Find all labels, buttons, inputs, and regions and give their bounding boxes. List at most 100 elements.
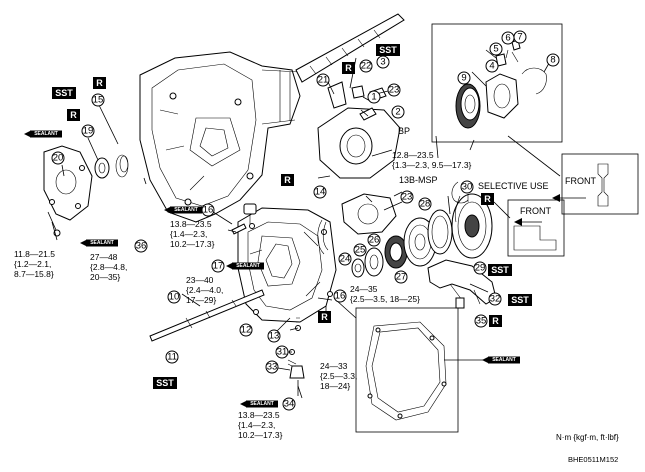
svg-text:1: 1 [371,92,376,103]
callout-29: 29 [473,261,487,275]
synchronizer-inset [431,23,563,177]
callout-32: 32 [488,292,502,306]
callout-17: 17 [211,259,225,273]
svg-text:24: 24 [340,254,351,265]
bp-label: BP [398,126,410,136]
svg-text:SEALANT: SEALANT [90,240,114,246]
callout-21: 21 [316,73,330,87]
retainer-msp [341,193,403,235]
callout-5: 5 [489,42,503,56]
torque-spec: 13.8—23.5{1.4—2.3,10.2—17.3} [170,219,215,249]
svg-text:17: 17 [213,261,224,272]
shift-rod [149,289,265,342]
svg-text:12: 12 [241,325,252,336]
svg-text:28: 28 [420,199,431,210]
callouts: 1 2 3 4 5 6 7 8 9 10 11 12 13 14 15 16 1… [51,30,560,411]
svg-text:15: 15 [93,95,104,106]
sealant-tube-icon: SEALANT [482,356,520,364]
bearing-retainer-group [317,81,401,179]
callout-1: 1 [367,90,381,104]
svg-text:R: R [492,316,499,326]
svg-text:SST: SST [511,295,529,305]
svg-text:23: 23 [402,192,413,203]
callout-14: 14 [313,185,327,199]
sealant-tube-icon: SEALANT [164,206,202,214]
svg-text:23: 23 [389,85,400,96]
svg-text:22: 22 [361,61,372,72]
front-label-small: FRONT [520,206,551,216]
torque-spec: 27—48{2.8—4.8,20—35} [90,252,127,282]
svg-text:SEALANT: SEALANT [236,263,260,269]
snap-ring-14 [317,219,329,255]
torque-spec: 13.8—23.5{1.4—2.3,10.2—17.3} [238,410,283,440]
callout-35: 35 [474,314,488,328]
svg-text:SST: SST [156,378,174,388]
svg-text:SST: SST [379,45,397,55]
svg-text:R: R [284,175,291,185]
torque-spec: 23—40{2.4—4.0,17—29} [186,275,223,305]
r-tag: R [67,109,80,121]
callout-31: 31 [275,345,289,359]
svg-text:16: 16 [335,291,346,302]
shift-fork-32 [427,259,497,309]
sealant-markers: SEALANT SEALANT SEALANT SEALANT SEALANT … [24,130,520,408]
callout-8: 8 [546,53,560,67]
gasket-inset [335,299,486,433]
svg-text:33: 33 [267,362,278,373]
svg-text:16: 16 [203,205,214,216]
selective-use-label: SELECTIVE USE [478,181,549,191]
sst-tag: SST [508,294,532,306]
callout-9: 9 [457,71,471,85]
callout-13: 13 [267,329,281,343]
svg-text:34: 34 [284,399,295,410]
sst-tag: SST [488,264,512,276]
r-tag: R [489,315,502,327]
svg-text:R: R [321,312,328,322]
r-tag: R [318,311,331,323]
sealant-tube-icon: SEALANT [80,239,118,247]
svg-text:5: 5 [493,44,498,55]
svg-text:2: 2 [395,107,400,118]
callout-34: 34 [282,397,296,411]
svg-text:SEALANT: SEALANT [250,401,274,407]
callout-15: 15 [91,93,105,107]
extension-shaft [295,13,405,83]
callout-24: 24 [338,252,352,266]
circlip-30 [451,181,469,204]
svg-text:19: 19 [83,126,94,137]
torque-spec: 11.8—21.5{1.2—2.1,8.7—15.8} [14,249,55,279]
svg-text:SEALANT: SEALANT [492,357,516,363]
units-label: N·m {kgf·m, ft·lbf} [556,433,619,442]
callout-28: 28 [418,197,432,211]
svg-text:13: 13 [269,331,280,342]
callout-16a: 16 [201,203,215,217]
svg-text:R: R [70,110,77,120]
svg-text:32: 32 [490,294,501,305]
callout-20: 20 [51,151,65,165]
callout-23a: 23 [387,83,401,97]
detent-plugs [287,317,305,396]
front-label-large: FRONT [565,176,596,186]
svg-text:9: 9 [461,73,466,84]
svg-text:29: 29 [475,263,486,274]
svg-text:25: 25 [355,245,366,256]
svg-text:3: 3 [380,57,385,68]
svg-text:27: 27 [396,272,407,283]
callout-25: 25 [353,243,367,257]
clutch-housing [139,51,301,223]
svg-text:35: 35 [476,316,487,327]
svg-text:SST: SST [55,88,73,98]
svg-text:36: 36 [136,241,147,252]
callout-4: 4 [485,59,499,73]
callout-7: 7 [513,30,527,44]
msp-label: 13B-MSP [399,175,438,185]
gear-cluster [351,193,493,278]
svg-text:8: 8 [550,55,555,66]
svg-text:R: R [484,194,491,204]
callout-10: 10 [167,290,181,304]
svg-text:14: 14 [315,187,326,198]
callout-33: 33 [265,360,279,374]
r-tag: R [93,77,106,89]
callout-30: 30 [460,180,474,194]
callout-19: 19 [81,124,95,138]
